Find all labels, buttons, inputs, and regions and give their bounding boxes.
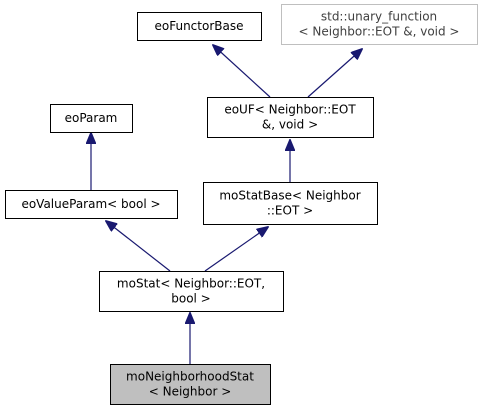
node-box [207,97,374,138]
node-label-line: eoValueParam< bool > [21,197,160,211]
edge-eouf-to-eofunctorbase [213,45,271,98]
node-label-line: moNeighborhoodStat [126,370,254,384]
node-label-line: eoParam [65,111,118,125]
node-box [110,364,271,405]
node-box [137,12,262,41]
class-node-eoparam[interactable]: eoParam [50,104,133,133]
class-node-eouf[interactable]: eoUF< Neighbor::EOT&, void > [207,97,374,138]
node-box [99,271,284,312]
class-node-std-unary-function[interactable]: std::unary_function< Neighbor::EOT &, vo… [281,4,478,45]
edge-line [204,227,268,272]
node-label-line: bool > [171,292,211,306]
edge-eouf-to-unary-function [307,49,362,98]
node-label-line: eoFunctorBase [155,19,244,33]
node-label-line: eoUF< Neighbor::EOT [224,103,356,117]
class-node-moneighborhoodstat[interactable]: moNeighborhoodStat< Neighbor > [110,364,271,405]
class-node-mostatbase[interactable]: moStatBase< Neighbor::EOT > [203,182,378,225]
node-label-line: std::unary_function [321,10,437,24]
class-node-mostat[interactable]: moStat< Neighbor::EOT,bool > [99,271,284,312]
node-box [50,104,133,133]
node-label-line: moStatBase< Neighbor [219,189,360,203]
edge-line [213,45,271,98]
node-label-line: &, void > [262,118,318,132]
node-box [5,190,178,219]
edge-line [307,49,362,98]
edge-mostat-to-mostatbase [204,227,268,272]
node-box [281,4,478,45]
class-node-eovalueparam[interactable]: eoValueParam< bool > [5,190,178,219]
node-label-line: < Neighbor > [149,385,232,399]
edge-line [106,221,171,272]
node-label-line: moStat< Neighbor::EOT, [117,277,265,291]
node-label-line: < Neighbor::EOT &, void > [299,25,460,39]
class-node-eofunctorbase[interactable]: eoFunctorBase [137,12,262,41]
node-label-line: ::EOT > [267,204,313,218]
node-box [203,182,378,225]
edge-mostat-to-eovalueparam [106,221,171,272]
